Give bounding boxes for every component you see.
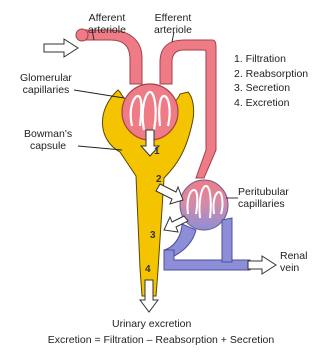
efferent-label-line1: Efferent [154, 12, 192, 24]
peritubular-label-line1: Peritubular [238, 186, 289, 198]
peritubular-label-line2: capillaries [238, 198, 289, 210]
afferent-label-line2: arteriole [88, 24, 126, 36]
step-secretion: 3. Secretion [234, 81, 308, 96]
vein-rise [222, 218, 232, 262]
step-number-1: 1 [154, 146, 160, 157]
afferent-end [76, 29, 88, 41]
renal-vein-label-line2: vein [280, 262, 307, 274]
peritubular-capillaries-label: Peritubular capillaries [238, 186, 289, 210]
step-number-3: 3 [150, 230, 156, 241]
glomerular-label-line2: capillaries [20, 84, 72, 96]
efferent-label-line2: arteriole [154, 24, 192, 36]
renal-vein-label-line1: Renal [280, 250, 307, 262]
afferent-label-line1: Afferent [88, 12, 126, 24]
bowmans-label-line2: capsule [24, 140, 72, 152]
excretion-equation: Excretion = Filtration – Reabsorption + … [0, 334, 322, 346]
renal-vein-arrow [248, 256, 276, 274]
glomerular-capillaries-label: Glomerular capillaries [20, 72, 72, 96]
bowmans-label-line1: Bowman's [24, 128, 72, 140]
step-number-2: 2 [156, 174, 162, 185]
process-steps-list: 1. Filtration 2. Reabsorption 3. Secreti… [234, 52, 308, 110]
bowmans-capsule-label: Bowman's capsule [24, 128, 72, 152]
afferent-arteriole [80, 30, 142, 84]
glomerular-label-line1: Glomerular [20, 72, 72, 84]
afferent-arteriole-label: Afferent arteriole [88, 12, 126, 36]
urinary-excretion-label: Urinary excretion [112, 318, 191, 330]
step-filtration: 1. Filtration [234, 52, 308, 67]
renal-vein-label: Renal vein [280, 250, 307, 274]
step-number-4: 4 [145, 264, 151, 275]
step-reabsorption: 2. Reabsorption [234, 67, 308, 82]
efferent-arteriole-label: Efferent arteriole [154, 12, 192, 36]
afferent-inflow-arrow [44, 39, 78, 57]
step-excretion: 4. Excretion [234, 96, 308, 111]
